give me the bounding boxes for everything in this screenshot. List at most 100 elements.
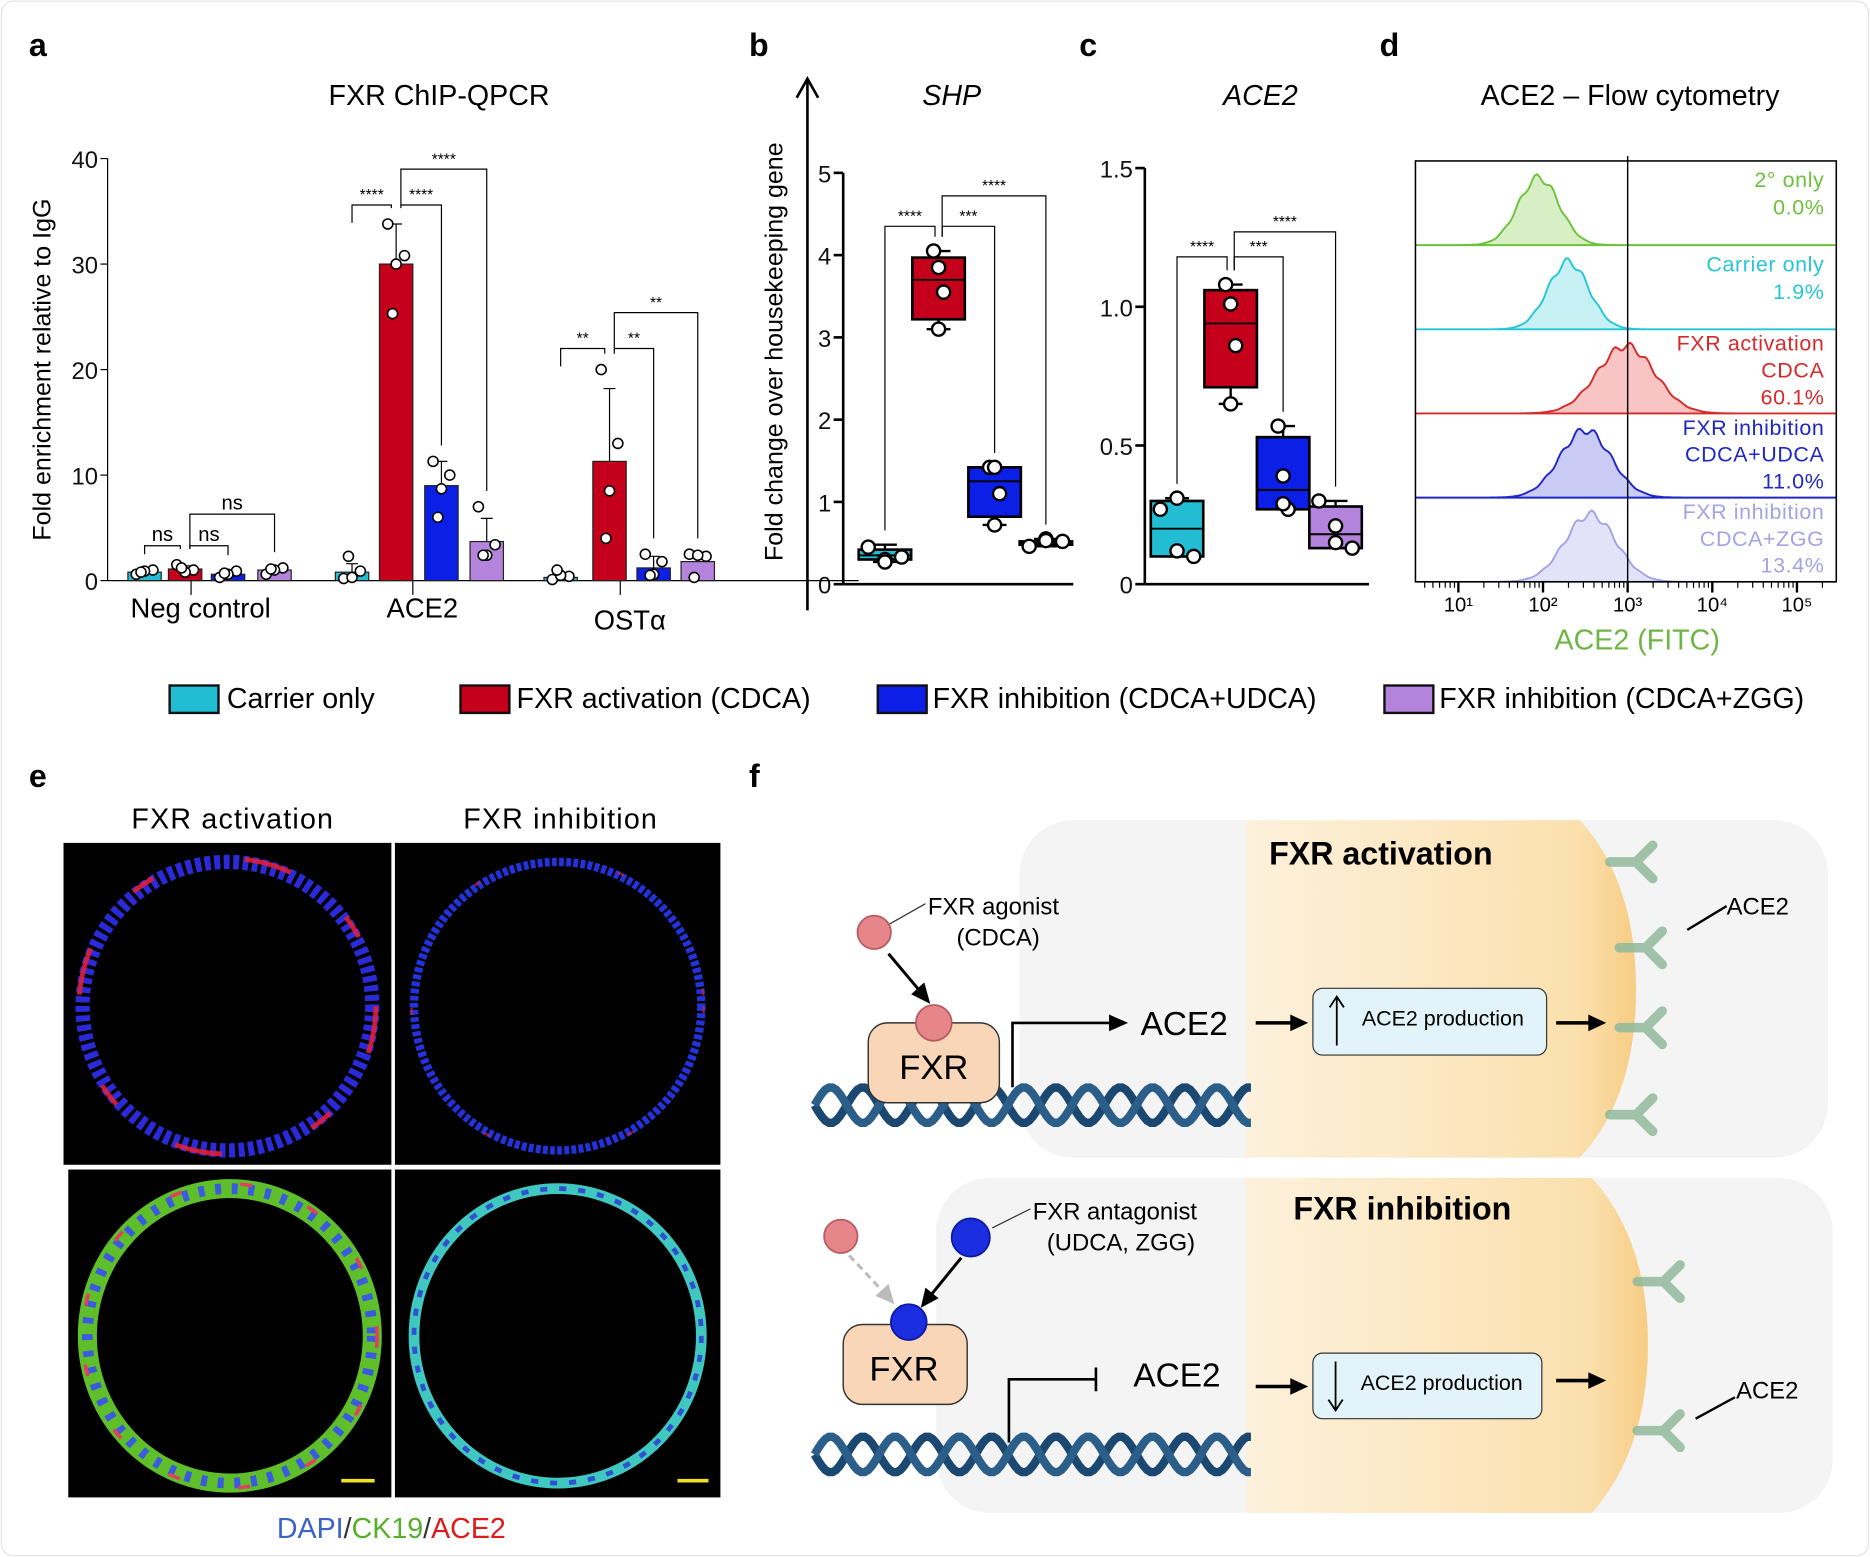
panel-e-microscopy: FXR activation FXR inhibition DAPI/CK19/… (63, 804, 721, 1545)
legend-label-carrier: Carrier only (227, 683, 376, 715)
y-tick-label: 1.0 (1100, 295, 1133, 322)
row-label: FXR inhibition (1683, 416, 1825, 440)
row-label: 13.4% (1761, 554, 1825, 578)
ace2-signal (80, 1182, 379, 1490)
agonist-arrow-head (911, 982, 931, 1004)
y-tick-label: 3 (818, 326, 831, 353)
data-point (386, 307, 399, 320)
data-point (135, 566, 147, 578)
data-point (432, 511, 444, 524)
chart-a-title: FXR ChIP-QPCR (329, 80, 550, 112)
x-tick-label: 10² (1528, 595, 1558, 617)
y-tick-label: 10 (72, 464, 99, 491)
surface-ace2-label-activation: ACE2 (1727, 893, 1789, 920)
chart-b-ylabel: Fold change over housekeeping gene (760, 142, 788, 561)
row-label: FXR activation (1677, 332, 1825, 356)
row-label: 2° only (1754, 168, 1824, 192)
data-point (489, 538, 501, 551)
antagonist-label-leader (991, 1208, 1031, 1229)
agonist-sub-label: (CDCA) (956, 924, 1039, 951)
promoter-arrow-head (1109, 1014, 1129, 1032)
arrow-head (1588, 1372, 1607, 1389)
ace2-receptor-icon (1605, 840, 1658, 884)
arrow-head (1290, 1014, 1309, 1032)
legend: Carrier only FXR activation (CDCA) FXR i… (168, 683, 1804, 715)
promoter-arrow-icon (1011, 1021, 1112, 1088)
data-point (925, 243, 942, 259)
agonist-label-leader (889, 903, 926, 925)
data-point (1275, 468, 1291, 484)
data-point (1169, 543, 1185, 559)
chart-d-title: ACE2 – Flow cytometry (1481, 80, 1781, 112)
error-bar (480, 517, 493, 542)
y-tick-label: 0 (85, 569, 98, 596)
row-label: 60.1% (1761, 385, 1825, 409)
production-label-inhibition: ACE2 production (1361, 1371, 1523, 1395)
dna-helix-icon (810, 1432, 1251, 1477)
dna-strand (810, 1083, 1251, 1127)
y-tick-label: 5 (818, 161, 831, 188)
ace2-label-leader (1686, 905, 1728, 931)
significance-label: ** (650, 295, 662, 312)
agonist-label: FXR agonist (928, 893, 1059, 920)
plot-frame (1414, 160, 1838, 583)
bound-antagonist-icon (889, 1303, 928, 1341)
ace2-receptor-icon (1632, 1260, 1685, 1304)
error-bar (346, 563, 358, 573)
antagonist-arrow-icon (929, 1256, 963, 1297)
x-tick-label: 10⁴ (1697, 595, 1728, 617)
fxr-label-inhibition: FXR (869, 1351, 938, 1389)
significance-label: *** (1250, 239, 1268, 256)
data-point (991, 485, 1008, 502)
row-label: 11.0% (1762, 470, 1824, 494)
antagonist-molecule-icon (950, 1217, 991, 1258)
data-point (354, 565, 367, 577)
significance-bracket (613, 312, 699, 539)
significance-bracket (400, 204, 443, 446)
legend-swatch-zgg (1383, 684, 1435, 715)
antagonist-sub-label: (UDCA, ZGG) (1047, 1230, 1195, 1257)
significance-label: **** (360, 187, 384, 204)
data-point (342, 550, 355, 563)
significance-label: **** (982, 178, 1006, 195)
chart-b-title: SHP (922, 80, 981, 112)
dna-strand (810, 1432, 1251, 1477)
data-point (382, 218, 394, 230)
dapi-ring (81, 1183, 378, 1489)
data-point (1270, 418, 1286, 434)
data-point (1222, 396, 1239, 412)
arrow-head (875, 1283, 895, 1305)
ace2-receptors (1605, 840, 1668, 1137)
data-point (390, 258, 402, 270)
gene-label-activation: ACE2 (1141, 1006, 1228, 1043)
surface-ace2-label-inhibition: ACE2 (1736, 1377, 1798, 1404)
row-label: CDCA+UDCA (1685, 443, 1824, 467)
dapi-ring (409, 857, 706, 1155)
caption-ck19: CK19 (352, 1513, 424, 1545)
agonist-molecule-icon (856, 914, 892, 950)
data-point (644, 569, 656, 582)
data-point (1227, 337, 1244, 354)
significance-label: **** (1190, 239, 1214, 256)
significance-bracket (189, 513, 276, 553)
data-point (688, 571, 700, 584)
significance-bracket (560, 347, 606, 367)
data-point (986, 517, 1003, 533)
category-label: OSTα (594, 604, 666, 635)
chart-c: 00.51.01.5*********** (1100, 157, 1369, 600)
panel-label-f: f (749, 758, 760, 794)
data-point (656, 555, 668, 568)
y-tick-label: 2 (818, 408, 831, 435)
data-point (477, 549, 489, 562)
data-point (1327, 518, 1344, 534)
inhibition-title: FXR inhibition (1293, 1191, 1511, 1227)
data-point (893, 549, 910, 565)
production-box-inhibition (1312, 1352, 1543, 1420)
significance-label: ns (198, 524, 219, 546)
micrograph-tile (68, 1169, 392, 1498)
significance-bracket (1233, 231, 1337, 487)
error-bar (603, 387, 616, 462)
data-point (986, 459, 1003, 476)
